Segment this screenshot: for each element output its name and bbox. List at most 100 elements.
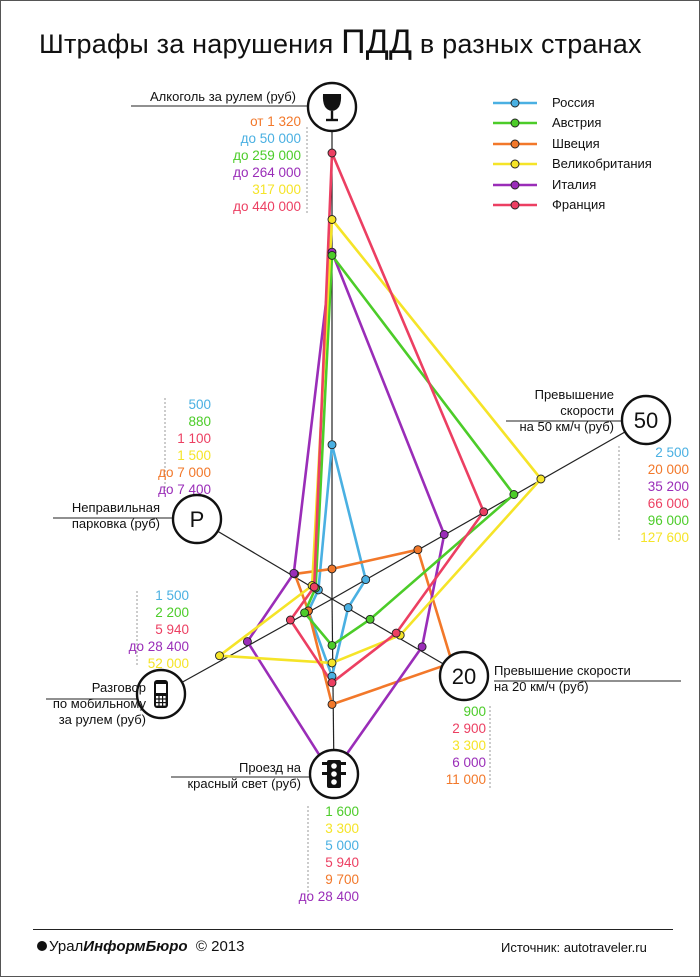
legend-swatch [493,200,537,210]
data-point-parking [289,568,299,578]
axis-label-line: красный свет (руб) [187,776,301,791]
legend-label: Швеция [552,135,600,151]
value-label: 11 000 [445,772,486,787]
data-point-alcohol [327,148,337,158]
traffic-light-visor [322,762,327,765]
legend-label: Великобритания [552,156,652,172]
value-label: 1 600 [325,804,359,819]
speed-sign-50-icon [620,394,672,446]
value-label: 20 000 [647,462,689,477]
data-point-speed20 [365,614,375,624]
phone-screen [156,684,166,693]
axis-line-speed50 [331,419,647,600]
traffic-light-visor [341,762,346,765]
axis-label-line: за рулем (руб) [58,712,146,727]
traffic-light-lamp [331,771,337,777]
phone-key [163,703,166,706]
traffic-light-visor [322,772,327,775]
wine-glass-bowl [322,94,342,111]
value-label: до 7 000 [158,465,211,480]
logo-dot-icon [37,941,47,951]
data-point-phone [285,615,295,625]
phone-key [156,696,159,699]
legend-swatch [493,98,537,108]
publisher-logo: УралИнформБюро © 2013 [37,938,245,955]
data-point-alcohol [327,564,337,574]
data-point-speed50 [479,507,489,517]
value-label: 500 [188,397,211,412]
data-point-phone [242,637,252,647]
data-point-speed20 [391,628,401,638]
data-point-speed20 [343,603,353,613]
data-point-phone [300,608,310,618]
legend-swatch [493,118,537,128]
value-label: 2 200 [155,605,189,620]
value-label: 9 700 [325,872,359,887]
sign-text-speed20: 20 [452,664,476,689]
axis-label-line: Алкоголь за рулем (руб) [150,89,296,104]
data-point-redlight [327,658,337,668]
value-label: 5 940 [325,855,359,870]
data-point-phone [215,651,224,661]
series-line-3 [218,218,543,665]
data-point-speed50 [361,575,371,585]
data-point-speed50 [509,490,519,499]
value-label: 3 300 [325,821,359,836]
value-label: до 7 400 [158,482,211,497]
phone-key [156,699,159,702]
value-label: 1 100 [177,431,211,446]
series-line-2 [293,548,454,706]
source-credit: Источник: autotraveler.ru [501,940,647,955]
speed-sign-20-icon [438,650,490,702]
axis-label-line: на 20 км/ч (руб) [494,679,589,694]
phone-key [159,696,162,699]
value-label: 3 300 [452,738,486,753]
value-label: до 28 400 [128,639,189,654]
data-point-speed50 [439,530,449,539]
value-label: до 264 000 [233,165,301,180]
legend-swatch [493,180,537,190]
traffic-light-lamp [331,779,337,785]
axis-label-line: Разговор [91,680,146,695]
legend-label: Россия [552,95,595,110]
axis-label-line: Превышение скорости [494,663,631,678]
value-label: 1 500 [155,588,189,603]
phone-key [163,699,166,702]
legend-label: Франция [552,196,606,212]
legend-swatch [493,159,537,169]
data-point-redlight [327,678,337,688]
data-point-redlight [327,640,337,650]
legend-swatch [493,139,537,149]
data-point-speed20 [417,642,427,652]
value-label: до 440 000 [233,199,301,214]
data-point-alcohol [327,215,337,224]
legend-label: Италия [552,176,597,192]
value-label: 6 000 [452,755,486,770]
data-point-alcohol [327,250,337,260]
data-point-alcohol [327,440,337,450]
page-title: Штрафы за нарушения ПДД в разных странах [39,23,642,61]
phone-key [163,696,166,699]
value-label: 96 000 [647,513,689,528]
value-label: 317 000 [252,182,301,197]
value-label: 2 900 [452,721,486,736]
value-label: 5 940 [155,622,189,637]
axis-label-line: на 50 км/ч (руб) [519,419,614,434]
value-label: до 50 000 [240,131,301,146]
data-point-speed50 [413,545,423,555]
traffic-light-visor [341,772,346,775]
sign-text-speed50: 50 [634,408,658,433]
phone-key [159,699,162,702]
value-label: 880 [188,414,211,429]
value-label: 5 000 [325,838,359,853]
